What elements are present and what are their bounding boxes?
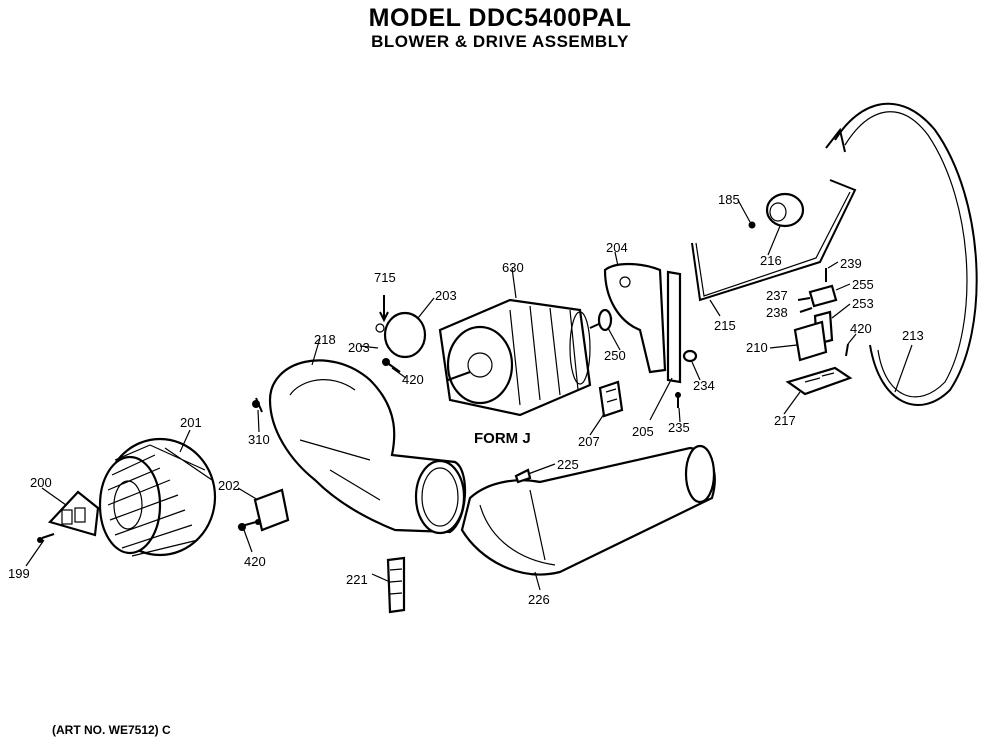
label-238: 238 bbox=[766, 305, 788, 320]
label-210: 210 bbox=[746, 340, 768, 355]
label-221: 221 bbox=[346, 572, 368, 587]
label-185: 185 bbox=[718, 192, 740, 207]
drive-motor-part bbox=[438, 298, 613, 417]
mount-plate-part bbox=[785, 366, 853, 396]
blower-wheel-part bbox=[98, 437, 217, 557]
blower-bracket-part bbox=[37, 490, 100, 543]
label-715: 715 bbox=[374, 270, 396, 285]
fastener-234-part bbox=[682, 349, 698, 363]
idler-rod-part bbox=[691, 179, 857, 302]
label-203-lower: 203 bbox=[348, 340, 370, 355]
label-226: 226 bbox=[528, 592, 550, 607]
label-201: 201 bbox=[180, 415, 202, 430]
label-255: 255 bbox=[852, 277, 874, 292]
idler-pulley-part bbox=[765, 192, 805, 228]
label-250: 250 bbox=[604, 348, 626, 363]
label-204: 204 bbox=[606, 240, 628, 255]
door-switch-part bbox=[793, 320, 828, 362]
label-207: 207 bbox=[578, 434, 600, 449]
fastener-235-part bbox=[675, 392, 681, 408]
label-239: 239 bbox=[840, 256, 862, 271]
motor-switch-part bbox=[598, 380, 624, 418]
screw-310-part bbox=[252, 397, 263, 413]
leader-lines bbox=[25, 199, 913, 591]
idler-bracket-part bbox=[603, 262, 667, 374]
label-420-motor: 420 bbox=[402, 372, 424, 387]
foam-strip-part bbox=[386, 556, 406, 614]
blower-mount-bracket-part bbox=[237, 488, 290, 532]
label-205: 205 bbox=[632, 424, 654, 439]
label-217: 217 bbox=[774, 413, 796, 428]
label-235: 235 bbox=[668, 420, 690, 435]
part-number-labels: 200 199 201 202 420 310 218 221 226 225 … bbox=[8, 192, 924, 607]
motor-mount-part bbox=[375, 295, 427, 373]
exhaust-duct-part bbox=[460, 444, 716, 576]
form-label: FORM J bbox=[474, 430, 531, 447]
art-number-footnote: (ART NO. WE7512) C bbox=[52, 723, 171, 737]
label-310: 310 bbox=[248, 432, 270, 447]
label-253: 253 bbox=[852, 296, 874, 311]
label-420-right: 420 bbox=[850, 321, 872, 336]
label-237: 237 bbox=[766, 288, 788, 303]
diagram-title: MODEL DDC5400PAL bbox=[368, 4, 632, 32]
screw-185-part bbox=[748, 221, 756, 229]
idler-arm-part bbox=[666, 270, 682, 384]
diagram-subtitle: BLOWER & DRIVE ASSEMBLY bbox=[371, 32, 629, 51]
duct-clip-part bbox=[514, 468, 532, 484]
label-213: 213 bbox=[902, 328, 924, 343]
label-216: 216 bbox=[760, 253, 782, 268]
blower-housing-part bbox=[268, 359, 467, 535]
label-420-left: 420 bbox=[244, 554, 266, 569]
label-199: 199 bbox=[8, 566, 30, 581]
drive-belt-part bbox=[825, 102, 978, 406]
label-234: 234 bbox=[693, 378, 715, 393]
label-630: 630 bbox=[502, 260, 524, 275]
label-225: 225 bbox=[557, 457, 579, 472]
motor-pulley-part bbox=[597, 308, 613, 332]
label-202: 202 bbox=[218, 478, 240, 493]
label-200: 200 bbox=[30, 475, 52, 490]
label-218: 218 bbox=[314, 332, 336, 347]
screw-420-right-part bbox=[845, 343, 849, 357]
label-203-upper: 203 bbox=[435, 288, 457, 303]
label-215: 215 bbox=[714, 318, 736, 333]
